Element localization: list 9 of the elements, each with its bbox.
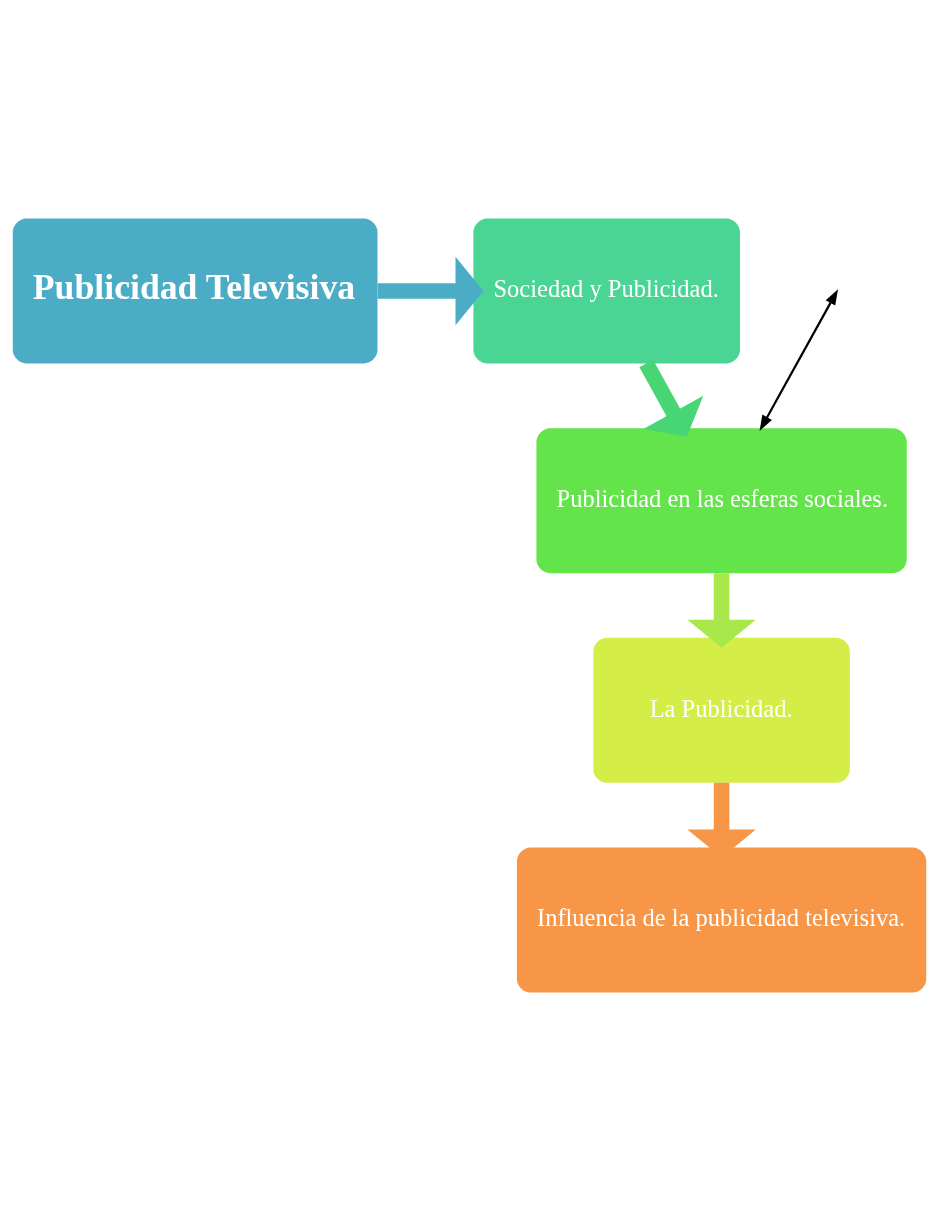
node-box: Publicidad en las esferas sociales. bbox=[536, 427, 907, 573]
arrow bbox=[377, 256, 484, 325]
arrow bbox=[759, 288, 838, 431]
node-box: Influencia de la publicidad televisiva. bbox=[516, 847, 927, 993]
node-box: Publicidad Televisiva bbox=[12, 217, 378, 363]
arrow bbox=[639, 359, 704, 437]
node-box: La Publicidad. bbox=[593, 637, 850, 783]
node-box: Sociedad y Publicidad. bbox=[473, 217, 740, 363]
arrow bbox=[687, 572, 756, 648]
